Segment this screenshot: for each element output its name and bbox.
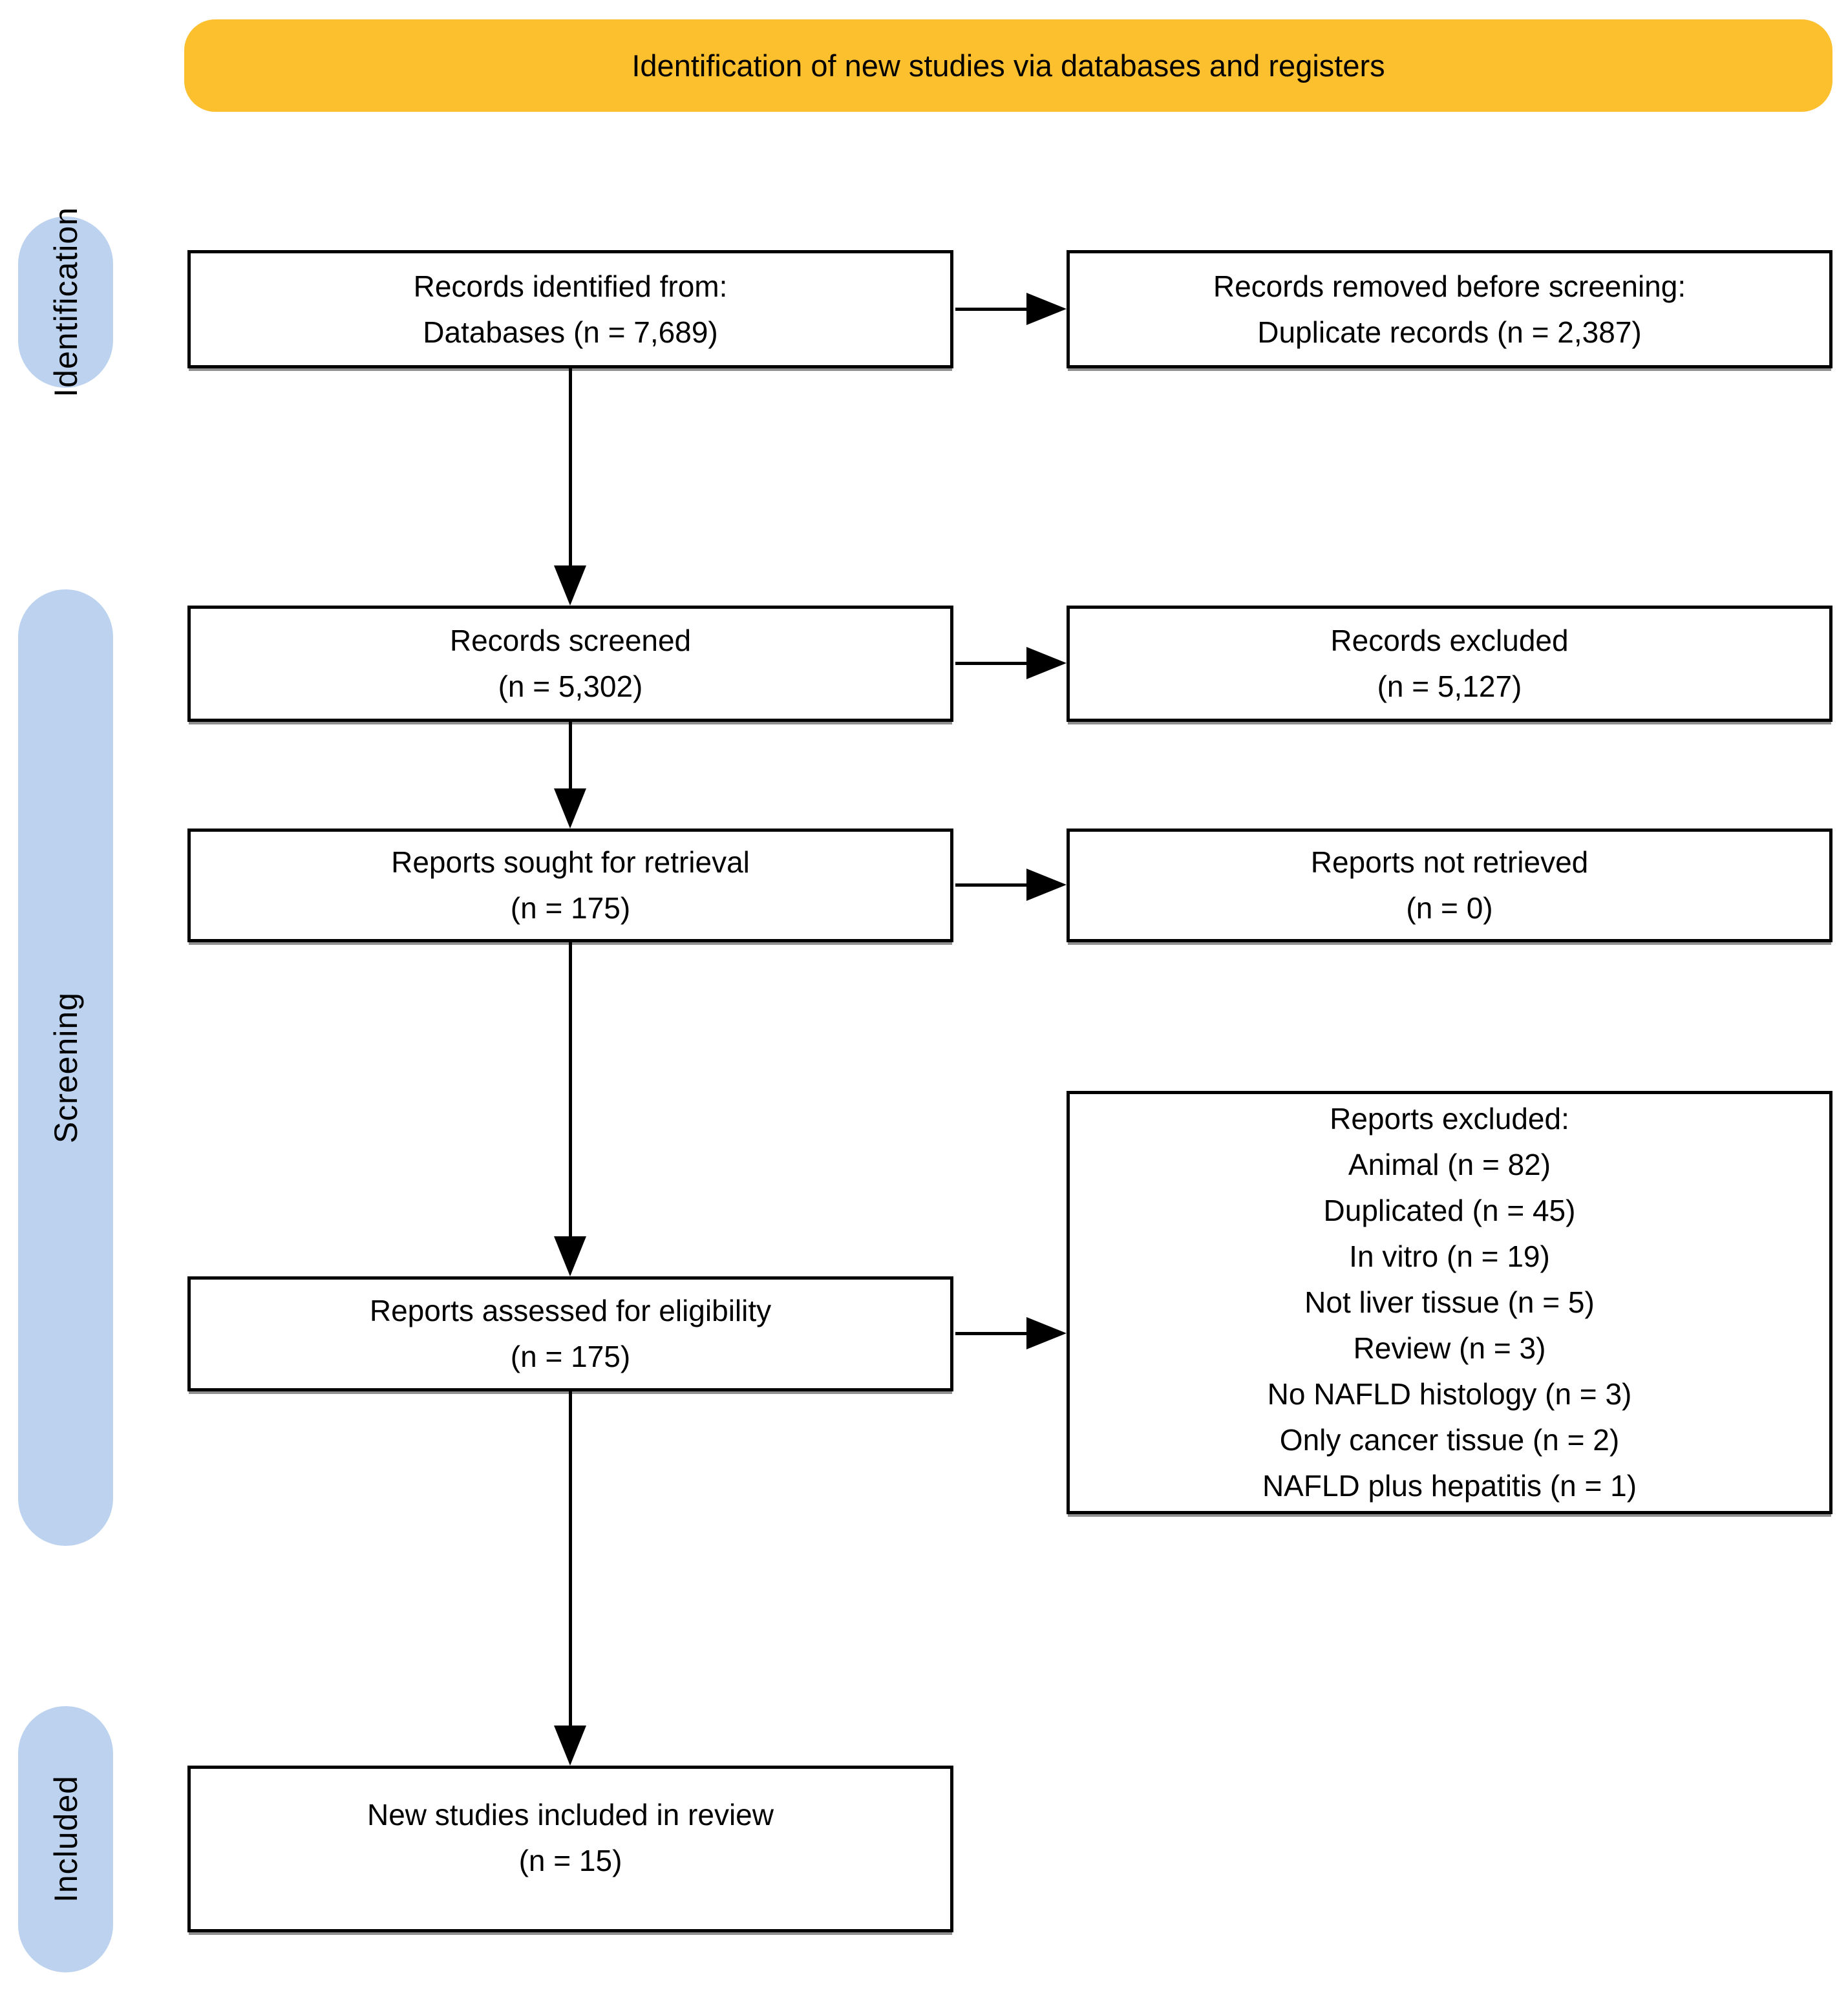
box-line: (n = 5,302) (498, 670, 643, 703)
stage-identification: Identification (18, 207, 113, 397)
box-line: Duplicated (n = 45) (1323, 1194, 1576, 1227)
box-line: Databases (n = 7,689) (423, 315, 718, 349)
box-reports-excluded: Reports excluded: Animal (n = 82) Duplic… (1067, 1091, 1832, 1514)
box-line: Records excluded (1330, 624, 1569, 657)
box-line: (n = 175) (510, 1340, 631, 1373)
box-records-screened: Records screened (n = 5,302) (187, 606, 953, 722)
box-new-studies-included: New studies included in review (n = 15) (187, 1766, 953, 1932)
arrowhead-down-icon (554, 565, 586, 606)
arrowhead-right-icon (1026, 647, 1067, 679)
box-line: Only cancer tissue (n = 2) (1279, 1423, 1620, 1457)
box-line: (n = 0) (1406, 891, 1493, 925)
box-line: (n = 15) (518, 1844, 622, 1877)
box-line: No NAFLD histology (n = 3) (1267, 1377, 1632, 1411)
arrowhead-down-icon (554, 788, 586, 829)
box-records-removed: Records removed before screening: Duplic… (1067, 250, 1832, 368)
box-line: Review (n = 3) (1353, 1331, 1546, 1365)
banner-title-text: Identification of new studies via databa… (632, 48, 1385, 83)
connector-assessed-to-reports-excluded (955, 1332, 1028, 1335)
box-line: (n = 5,127) (1377, 670, 1522, 703)
connector-assessed-to-included (569, 1391, 572, 1727)
arrowhead-right-icon (1026, 869, 1067, 901)
box-line: Reports assessed for eligibility (369, 1294, 772, 1327)
connector-sought-to-assessed (569, 942, 572, 1238)
box-line: (n = 175) (510, 891, 631, 925)
box-line: Not liver tissue (n = 5) (1304, 1285, 1595, 1319)
box-line: New studies included in review (367, 1798, 774, 1832)
stage-screening: Screening (18, 589, 113, 1546)
stage-screening-label: Screening (47, 991, 84, 1144)
box-line: Reports excluded: (1330, 1102, 1569, 1135)
box-line: Records screened (449, 624, 692, 657)
connector-sought-to-not-retrieved (955, 883, 1028, 887)
stage-identification-label: Identification (47, 207, 84, 397)
box-line: Duplicate records (n = 2,387) (1257, 315, 1642, 349)
arrowhead-down-icon (554, 1726, 586, 1766)
arrowhead-right-icon (1026, 293, 1067, 325)
connector-identified-to-removed (955, 308, 1028, 311)
connector-screened-to-excluded (955, 662, 1028, 665)
box-line: NAFLD plus hepatitis (n = 1) (1262, 1469, 1637, 1503)
box-line: Records identified from: (413, 269, 728, 303)
connector-screened-to-sought (569, 722, 572, 790)
arrowhead-right-icon (1026, 1317, 1067, 1349)
banner-title: Identification of new studies via databa… (184, 19, 1832, 112)
connector-identified-to-screened (569, 368, 572, 569)
arrowhead-down-icon (554, 1236, 586, 1276)
box-line: Records removed before screening: (1213, 269, 1686, 303)
box-line: Animal (n = 82) (1348, 1148, 1551, 1181)
box-reports-assessed: Reports assessed for eligibility (n = 17… (187, 1276, 953, 1391)
box-records-excluded: Records excluded (n = 5,127) (1067, 606, 1832, 722)
box-records-identified: Records identified from: Databases (n = … (187, 250, 953, 368)
box-reports-not-retrieved: Reports not retrieved (n = 0) (1067, 829, 1832, 942)
box-reports-sought: Reports sought for retrieval (n = 175) (187, 829, 953, 942)
stage-included: Included (18, 1706, 113, 1972)
box-line: Reports not retrieved (1310, 845, 1589, 879)
stage-included-label: Included (47, 1775, 84, 1903)
box-line: Reports sought for retrieval (391, 845, 750, 879)
box-line: In vitro (n = 19) (1349, 1240, 1550, 1273)
